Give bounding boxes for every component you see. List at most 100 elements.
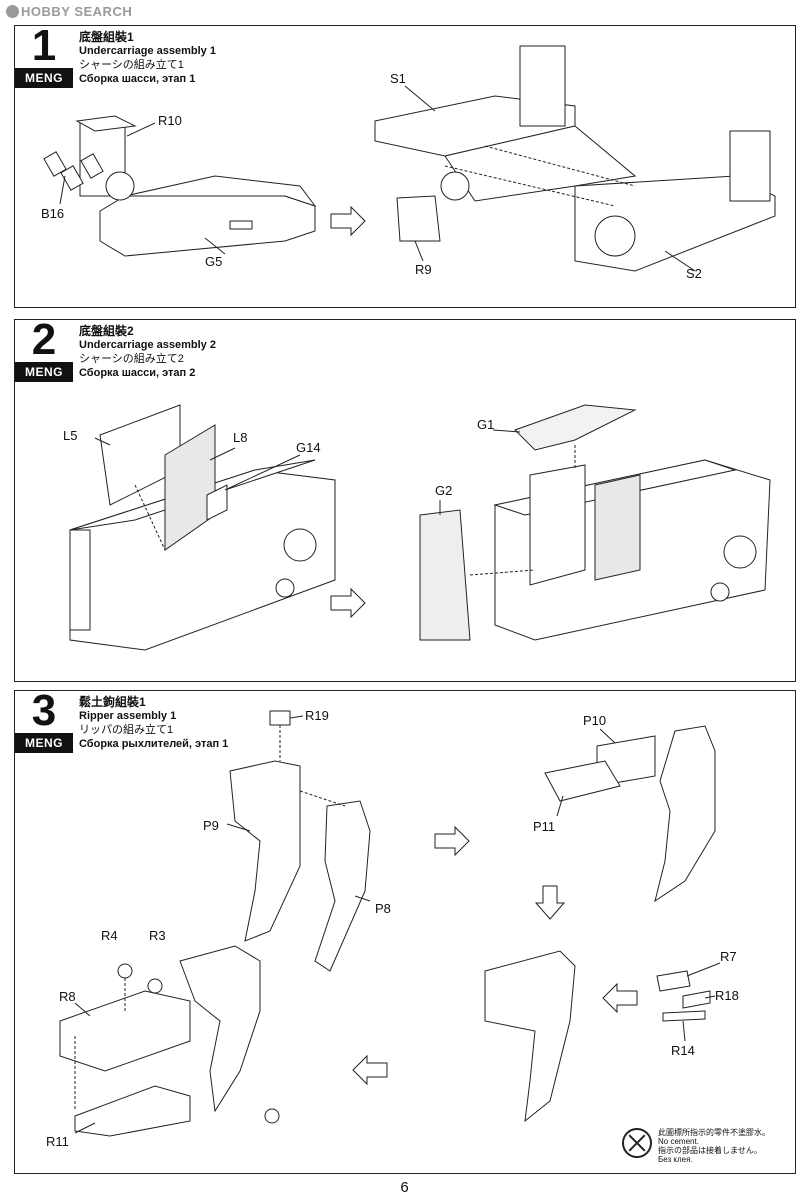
part-p11 (545, 761, 620, 801)
panel-l5-installed (530, 465, 585, 585)
leader-g1 (493, 430, 520, 432)
leader-p8 (355, 896, 370, 901)
step-3-flow-arrow-left-icon-2 (353, 1056, 387, 1084)
leader-p11 (557, 796, 563, 816)
step-3-badge: 3 MENG (15, 687, 73, 753)
step-2-title-ru: Сборка шасси, этап 2 (79, 367, 196, 379)
part-r11 (75, 1086, 190, 1136)
part-r3 (148, 979, 162, 993)
label-r11: R11 (46, 1134, 69, 1149)
step-3-title-zh: 鬆土鉤組裝1 (79, 695, 146, 709)
hobby-search-logo-icon (6, 5, 19, 18)
label-r7: R7 (720, 949, 737, 964)
chassis-left-hub-2 (276, 579, 294, 597)
step-3-panel: 3 MENG 鬆土鉤組裝1 Ripper assembly 1 リッパの組み立て… (14, 687, 796, 1174)
leader-p10 (600, 729, 615, 743)
step-2-drawing (15, 320, 795, 681)
leader-p9 (227, 824, 250, 831)
frame-g5-body (100, 196, 315, 256)
label-g5: G5 (205, 254, 223, 269)
panel-l8-installed (595, 475, 640, 580)
step-3-number: 3 (31, 686, 57, 735)
no-cement-en: No cement. (658, 1137, 699, 1146)
label-r3: R3 (149, 928, 166, 943)
step-2-brand-logo: MENG (15, 362, 73, 382)
guide-1 (445, 166, 615, 206)
no-cement-zh: 此圖標所指示的零件不塗膠水。 (658, 1128, 770, 1137)
wheel-hub-left (106, 172, 134, 200)
leader-r19 (290, 716, 303, 718)
step-3-title-en: Ripper assembly 1 (79, 710, 177, 722)
label-g14: G14 (296, 440, 321, 455)
step-2-badge: 2 MENG (15, 316, 73, 382)
step-2-title: 底盤組裝2 Undercarriage assembly 2 シャーシの組み立て… (79, 324, 216, 380)
part-p9 (230, 761, 300, 941)
label-b16: B16 (41, 206, 65, 221)
part-r7 (657, 971, 690, 991)
chassis-right-hub (724, 536, 756, 568)
ripper-assembled-top-right (655, 726, 715, 901)
label-p9: P9 (203, 818, 219, 833)
part-r19 (270, 711, 290, 725)
guide-2 (485, 146, 635, 186)
label-r14: R14 (671, 1043, 695, 1058)
chassis-right-hub-2 (711, 583, 729, 601)
step-3-drawing (15, 691, 795, 1173)
label-r4: R4 (101, 928, 118, 943)
step-2-title-ja: シャーシの組み立て2 (79, 353, 184, 365)
part-g2 (420, 510, 470, 640)
step-1-drawing (15, 26, 795, 307)
label-r19: R19 (305, 708, 329, 723)
guide-l5 (135, 485, 165, 550)
leader-l5 (95, 438, 110, 445)
step-2-number: 2 (31, 315, 57, 364)
ripper-assembled-bottom-left (180, 946, 260, 1111)
step-2-flow-arrow-icon (331, 589, 365, 617)
step-3-flow-arrow-down-icon (536, 886, 564, 919)
leader-g5 (205, 238, 225, 254)
step-3-title: 鬆土鉤組裝1 Ripper assembly 1 リッパの組み立て1 Сборк… (79, 695, 228, 751)
step-1-title: 底盤組裝1 Undercarriage assembly 1 シャーシの組み立て… (79, 30, 216, 86)
ripper-assembled-bottom-right (485, 951, 575, 1121)
leader-r8 (75, 1003, 90, 1016)
part-r4 (118, 964, 132, 978)
watermark: HOBBY SEARCH (6, 4, 132, 19)
part-r10 (77, 116, 135, 131)
step-1-brand-logo: MENG (15, 68, 73, 88)
step-1-flow-arrow-icon (331, 207, 365, 235)
part-b16-b (61, 166, 83, 190)
guide-p9-p8 (300, 791, 345, 806)
page-number: 6 (400, 1179, 409, 1196)
part-r9 (397, 196, 440, 241)
no-cement-text: 此圖標所指示的零件不塗膠水。 No cement. 指示の部品は接着しません。 … (658, 1128, 770, 1164)
wheel-hub-right (595, 216, 635, 256)
step-3-title-ru: Сборка рыхлителей, этап 1 (79, 738, 229, 750)
label-s2: S2 (686, 266, 702, 281)
step-1-number: 1 (31, 21, 57, 70)
leader-r18 (705, 996, 715, 998)
label-l5: L5 (63, 428, 78, 443)
label-g1: G1 (477, 417, 495, 432)
step-3-flow-arrow-right-icon (435, 827, 469, 855)
label-r8: R8 (59, 989, 76, 1004)
step-3-brand-logo: MENG (15, 733, 73, 753)
frame-g5-top (125, 176, 315, 206)
watermark-text: HOBBY SEARCH (21, 4, 133, 19)
step-3-title-ja: リッパの組み立て1 (79, 724, 174, 736)
step-2-panel: 2 MENG 底盤組裝2 Undercarriage assembly 2 シャ… (14, 316, 796, 682)
part-b16-a (44, 152, 66, 176)
leader-r10 (127, 123, 155, 136)
pin-g5 (230, 221, 252, 229)
frame-s1-post (520, 46, 565, 126)
label-p10: P10 (583, 713, 607, 728)
part-r14 (663, 1011, 705, 1021)
leader-s1 (405, 86, 435, 111)
step-1-title-en: Undercarriage assembly 1 (79, 45, 216, 57)
label-l8: L8 (233, 430, 248, 445)
label-p11: P11 (533, 819, 556, 834)
guide-g2 (470, 570, 535, 575)
part-g1 (515, 405, 635, 450)
no-cement-ru: Без клея. (658, 1155, 693, 1164)
part-g14 (207, 485, 227, 520)
part-r18 (683, 991, 710, 1008)
